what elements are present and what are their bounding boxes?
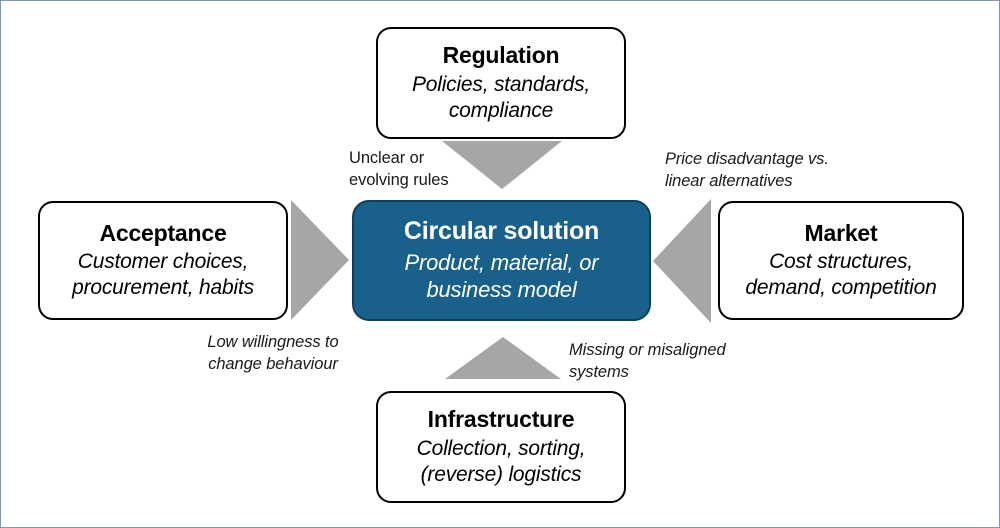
annotation-market-barrier: Price disadvantage vs. linear alternativ…	[665, 150, 829, 191]
node-circular-solution-subtitle: Product, material, or business model	[404, 249, 599, 303]
node-infrastructure-subtitle: Collection, sorting, (reverse) logistics	[416, 436, 586, 486]
node-market-title: Market	[804, 219, 878, 246]
node-circular-solution[interactable]: Circular solution Product, material, or …	[352, 200, 651, 321]
arrow-right-icon	[291, 200, 349, 320]
arrow-left-icon	[653, 199, 711, 323]
node-acceptance-title: Acceptance	[99, 219, 227, 246]
node-market-subtitle: Cost structures, demand, competition	[745, 250, 937, 300]
annotation-acceptance-barrier: Low willingness to change behaviour	[207, 333, 339, 374]
node-infrastructure[interactable]: Infrastructure Collection, sorting, (rev…	[376, 391, 626, 503]
node-acceptance-subtitle: Customer choices, procurement, habits	[72, 250, 254, 300]
arrow-up-icon	[445, 337, 561, 379]
node-infrastructure-title: Infrastructure	[427, 406, 575, 433]
arrow-down-icon	[442, 141, 562, 189]
node-regulation-subtitle: Policies, standards, compliance	[411, 72, 591, 122]
node-market[interactable]: Market Cost structures, demand, competit…	[718, 201, 964, 320]
node-circular-solution-title: Circular solution	[403, 217, 600, 246]
node-acceptance[interactable]: Acceptance Customer choices, procurement…	[38, 201, 288, 320]
node-regulation-title: Regulation	[442, 42, 560, 69]
annotation-infrastructure-barrier: Missing or misaligned systems	[569, 341, 726, 382]
node-regulation[interactable]: Regulation Policies, standards, complian…	[376, 27, 626, 139]
annotation-regulation-barrier: Unclear or evolving rules	[349, 149, 449, 190]
